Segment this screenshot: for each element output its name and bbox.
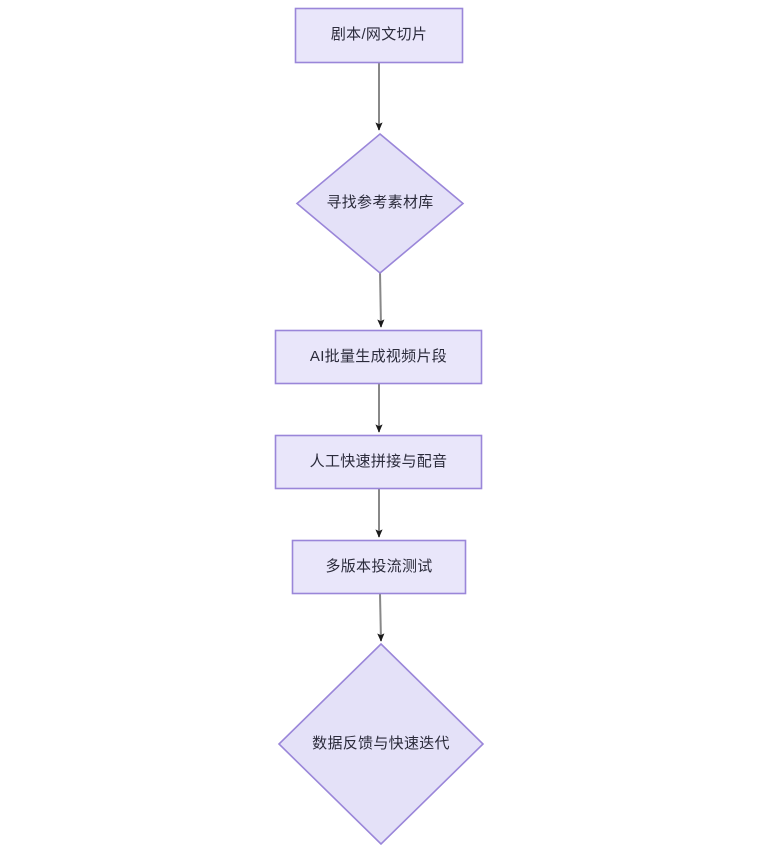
node-shape-n4[interactable]	[274, 434, 483, 490]
node-n1-script-slicing[interactable]	[295, 8, 463, 63]
node-n3-ai-batch-generate-clips[interactable]	[275, 330, 482, 384]
node-shape-n6[interactable]	[277, 642, 485, 846]
edge-n2-n3	[377, 271, 385, 328]
node-n5-multi-version-ad-test[interactable]	[292, 540, 466, 594]
node-shape-n5[interactable]	[291, 539, 467, 595]
node-n2-find-reference-library[interactable]	[297, 134, 463, 273]
node-shape-layer	[274, 7, 485, 846]
node-shape-n3[interactable]	[274, 329, 483, 385]
edge-n5-n6	[377, 593, 385, 642]
node-shape-n1[interactable]	[294, 7, 464, 64]
node-n4-manual-assembly-dubbing[interactable]	[275, 435, 482, 489]
edge-layer	[375, 63, 385, 642]
node-shape-n2[interactable]	[295, 132, 465, 275]
node-n6-data-feedback-iteration[interactable]	[279, 644, 483, 844]
